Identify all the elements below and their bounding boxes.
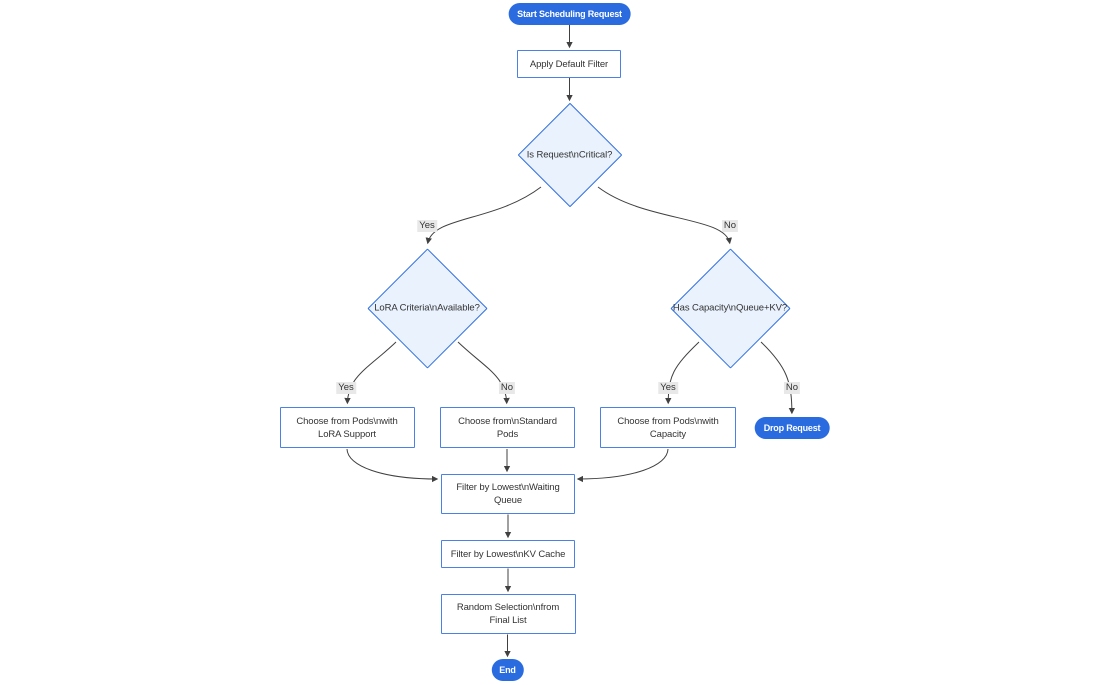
node-choose-pods-with-lora-line2: LoRA Support — [318, 428, 376, 440]
node-drop-request: Drop Request — [754, 417, 830, 439]
node-start: Start Scheduling Request — [508, 3, 631, 25]
edge-choose-lora-to-filter-queue — [346, 448, 439, 483]
node-filter-waiting-queue: Filter by Lowest\nWaiting Queue — [441, 474, 575, 514]
node-lora-criteria-available: LoRA Criteria\nAvailable? — [366, 247, 488, 369]
node-choose-standard-pods: Choose from\nStandard Pods — [440, 407, 575, 448]
node-random-selection: Random Selection\nfrom Final List — [440, 594, 576, 634]
edge-choose-capacity-to-filter-queue — [576, 448, 669, 483]
node-choose-pods-with-lora: Choose from Pods\nwith LoRA Support — [279, 407, 415, 448]
edge-label-critical-no: No — [721, 220, 739, 232]
edge-label-capacity-no: No — [783, 382, 801, 394]
node-filter-kv-cache-label: Filter by Lowest\nKV Cache — [450, 548, 566, 560]
edge-critical-yes-to-lora — [425, 186, 542, 245]
node-filter-kv-cache: Filter by Lowest\nKV Cache — [441, 540, 575, 568]
node-has-capacity-queue-kv-label: Has Capacity\nQueue+KV? — [672, 302, 788, 314]
node-choose-standard-pods-line1: Choose from\nStandard — [458, 415, 557, 427]
edge-lora-no-to-choose-standard — [457, 341, 510, 405]
edge-capacity-yes-to-choose-capacity — [665, 341, 700, 405]
edge-label-capacity-yes: Yes — [658, 382, 678, 394]
node-random-selection-line1: Random Selection\nfrom — [456, 602, 560, 613]
node-choose-pods-with-capacity-line1: Choose from Pods\nwith — [617, 415, 719, 427]
node-filter-waiting-queue-line1: Filter by Lowest\nWaiting — [456, 482, 560, 493]
node-filter-waiting-queue-line2: Queue — [493, 495, 523, 506]
node-apply-default-filter: Apply Default Filter — [517, 50, 621, 78]
node-drop-request-label: Drop Request — [763, 423, 821, 433]
edge-label-lora-no: No — [498, 382, 516, 394]
node-lora-criteria-available-label: LoRA Criteria\nAvailable? — [374, 302, 480, 314]
node-is-request-critical-label: Is Request\nCritical? — [526, 149, 613, 161]
node-choose-pods-with-capacity-line2: Capacity — [649, 428, 687, 440]
node-start-label: Start Scheduling Request — [517, 9, 622, 19]
node-has-capacity-queue-kv: Has Capacity\nQueue+KV? — [669, 247, 791, 369]
node-end-label: End — [499, 665, 516, 675]
node-random-selection-line2: Final List — [489, 615, 527, 626]
node-choose-pods-with-capacity: Choose from Pods\nwith Capacity — [600, 407, 736, 448]
node-end: End — [491, 659, 524, 681]
node-is-request-critical: Is Request\nCritical? — [517, 102, 622, 208]
node-apply-default-filter-label: Apply Default Filter — [529, 58, 609, 70]
edge-label-critical-yes: Yes — [417, 220, 437, 232]
node-choose-pods-with-lora-line1: Choose from Pods\nwith — [296, 415, 398, 427]
edge-capacity-no-to-drop — [760, 341, 796, 415]
edge-critical-no-to-capacity — [597, 186, 732, 245]
edge-lora-yes-to-choose-lora — [344, 341, 397, 405]
node-choose-standard-pods-line2: Pods — [496, 428, 519, 440]
edge-label-lora-yes: Yes — [336, 382, 356, 394]
